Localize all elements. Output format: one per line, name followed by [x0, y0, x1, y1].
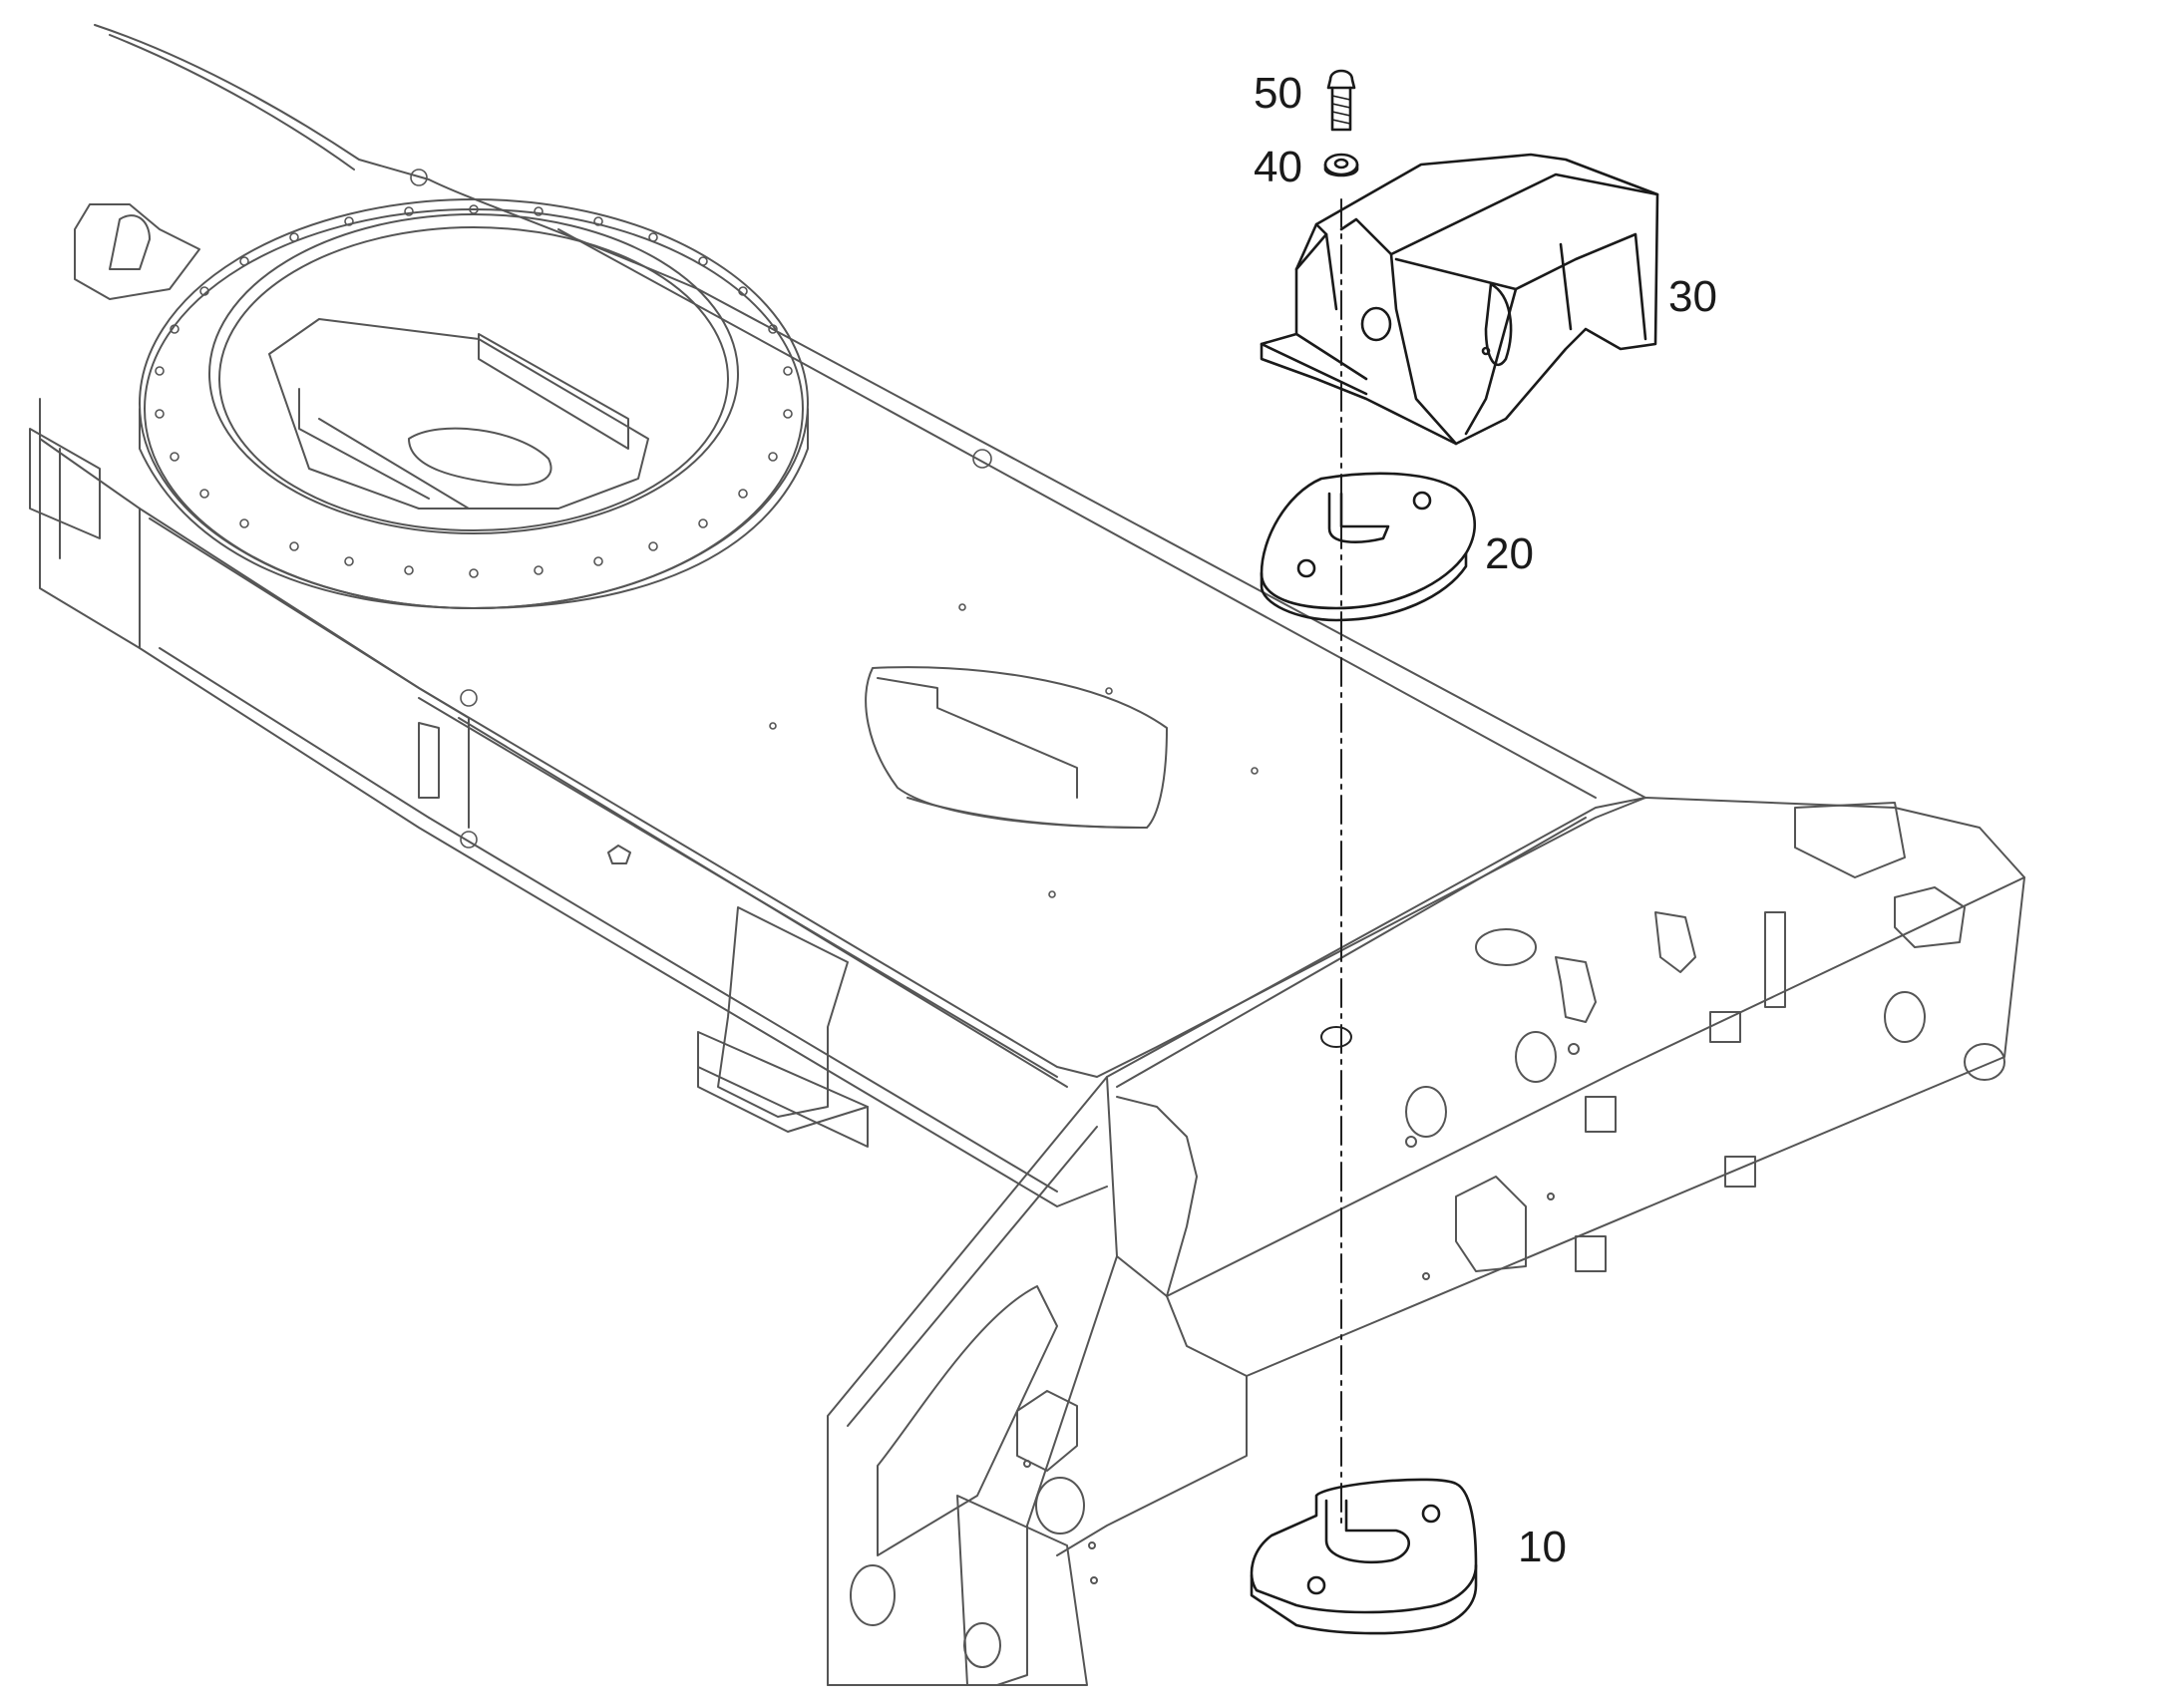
frame-top-edge-line [557, 228, 1597, 799]
beam-hole-3 [1515, 1031, 1557, 1083]
frame-top-plate-inner [109, 34, 355, 171]
slewing-ring-inner [208, 213, 739, 534]
callout-30: 30 [1668, 272, 1717, 321]
frame-left-edge [39, 398, 1108, 1207]
frame-side-rail-3 [159, 647, 430, 819]
frame-small-holes [410, 169, 1259, 898]
beam-hole-4 [1405, 1086, 1447, 1138]
beam-hole-2 [1320, 1026, 1352, 1048]
beam-hole-5 [1884, 991, 1926, 1043]
undercarriage-frame [29, 24, 2025, 1686]
front-upright-inner [847, 1126, 1098, 1427]
front-upright-hole [850, 1564, 896, 1626]
beam-eyelet-3 [1016, 1390, 1078, 1472]
slewing-ring-bevel [144, 208, 804, 609]
frame-oval-cutout [865, 666, 1168, 829]
frame-support-base [697, 1066, 869, 1133]
frame-support-bracket [717, 906, 849, 1118]
slewing-inner-frame [268, 318, 649, 510]
frame-top-plate [39, 24, 1646, 1078]
front-upright-bolt-2 [1088, 1541, 1096, 1549]
front-upright-bolt-3 [1090, 1576, 1098, 1584]
front-upright-bolt [1023, 1460, 1031, 1468]
front-upright-cutout [877, 1285, 1058, 1556]
frame-oval-cutout-edge [907, 797, 1148, 829]
beam-lug-4 [1709, 1011, 1741, 1043]
slewing-inner-wall [298, 388, 430, 500]
frame-side-rail-2 [149, 517, 470, 829]
beam-bolt-4 [1547, 1193, 1555, 1200]
beam-lug-5 [1585, 1096, 1617, 1133]
beam-eyelet-1 [1455, 1176, 1527, 1272]
bolt-50 [1326, 69, 1356, 132]
beam-hole-1 [1475, 928, 1537, 966]
front-beam-face [1166, 876, 2025, 1377]
slewing-ring-side [139, 408, 809, 609]
frame-side-plug [607, 845, 631, 864]
slewing-inner-box [478, 333, 629, 450]
frame-oval-cutout-inner [877, 677, 1078, 799]
beam-bolt-1 [1405, 1136, 1417, 1148]
cover-30 [1260, 153, 1659, 446]
slewing-inner-slot [408, 427, 552, 487]
slewing-ring-lip [218, 226, 729, 531]
front-beam-bottom [1056, 1375, 1248, 1556]
beam-eyelet-2 [1894, 886, 1966, 948]
front-upright-hole-2 [963, 1622, 1001, 1668]
beam-lug-6 [1724, 1156, 1756, 1188]
beam-lug-7 [1575, 1235, 1607, 1272]
beam-bolt-2 [1568, 1043, 1580, 1055]
beam-hole-6 [1964, 1043, 2005, 1081]
front-beam-end [1794, 802, 1906, 878]
beam-bolt-3 [1422, 1272, 1430, 1280]
callout-10: 10 [1518, 1523, 1567, 1571]
exploded-parts [1250, 69, 1659, 1635]
plate-10 [1250, 1478, 1478, 1635]
front-upright-lower [827, 1535, 948, 1686]
frame-rear-ear [74, 203, 200, 300]
frame-left-beam [29, 428, 101, 539]
front-beam-top [1106, 797, 2025, 1297]
frame-rear-ear-hole [109, 214, 151, 270]
slewing-inner-box-2 [318, 418, 470, 510]
plate-20 [1260, 472, 1476, 622]
front-upright-hole-3 [1035, 1477, 1085, 1535]
callout-40: 40 [1254, 143, 1302, 191]
callout-20: 20 [1485, 529, 1534, 578]
callout-50: 50 [1254, 69, 1302, 118]
frame-side-rail-6 [458, 717, 1068, 1088]
slewing-ring-bolt-holes [155, 204, 793, 578]
beam-lug-1 [1555, 956, 1597, 1023]
front-beam-ridge [1116, 1096, 1198, 1297]
washer-40 [1323, 153, 1359, 177]
frame-side-rail-5 [428, 817, 1058, 1193]
beam-lug-2 [1654, 911, 1696, 973]
beam-lug-3 [1764, 911, 1786, 1008]
frame-side-bracket [418, 722, 440, 799]
front-upright-plate [956, 1495, 1088, 1686]
front-beam-top-2 [1116, 817, 1587, 1088]
